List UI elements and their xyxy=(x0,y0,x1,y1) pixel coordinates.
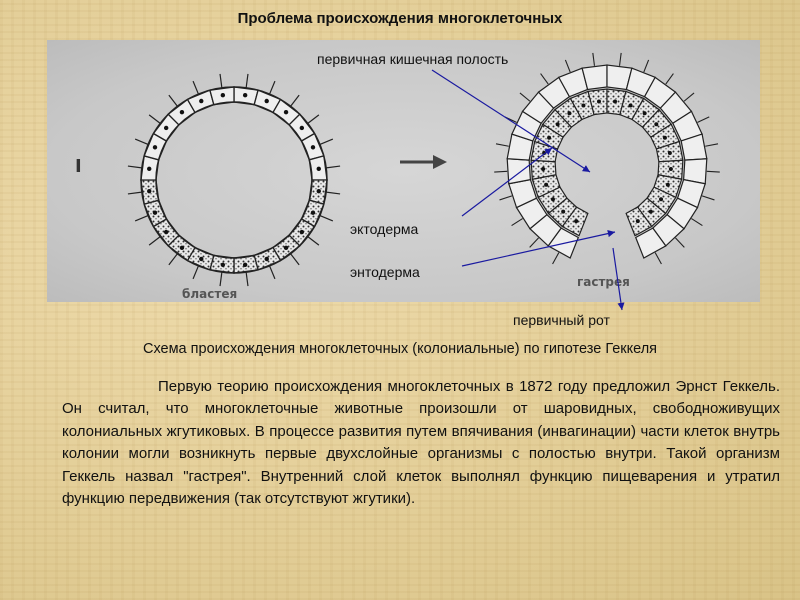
page-title: Проблема происхождения многоклеточных xyxy=(237,10,563,27)
body-paragraph: Первую теорию происхождения многоклеточн… xyxy=(62,378,780,508)
gastraea-drawing xyxy=(494,52,720,265)
figure-caption: Схема происхождения многоклеточных (коло… xyxy=(142,341,658,357)
primary-cavity-label: первичная кишечная полость xyxy=(317,51,509,67)
diagram-svg: I бластея гастрея xyxy=(75,52,720,301)
ectoderm-label: эктодерма xyxy=(350,221,419,237)
haeckel-diagram-figure: I бластея гастрея xyxy=(47,40,760,302)
process-arrow-icon xyxy=(400,155,447,169)
blastula-label: бластея xyxy=(182,287,237,301)
gastraea-label: гастрея xyxy=(577,275,630,289)
endoderm-label: энтодерма xyxy=(350,264,420,280)
primary-mouth-label: первичный рот xyxy=(513,312,610,328)
blastula-drawing xyxy=(127,73,341,287)
roman-numeral-label: I xyxy=(75,156,82,177)
